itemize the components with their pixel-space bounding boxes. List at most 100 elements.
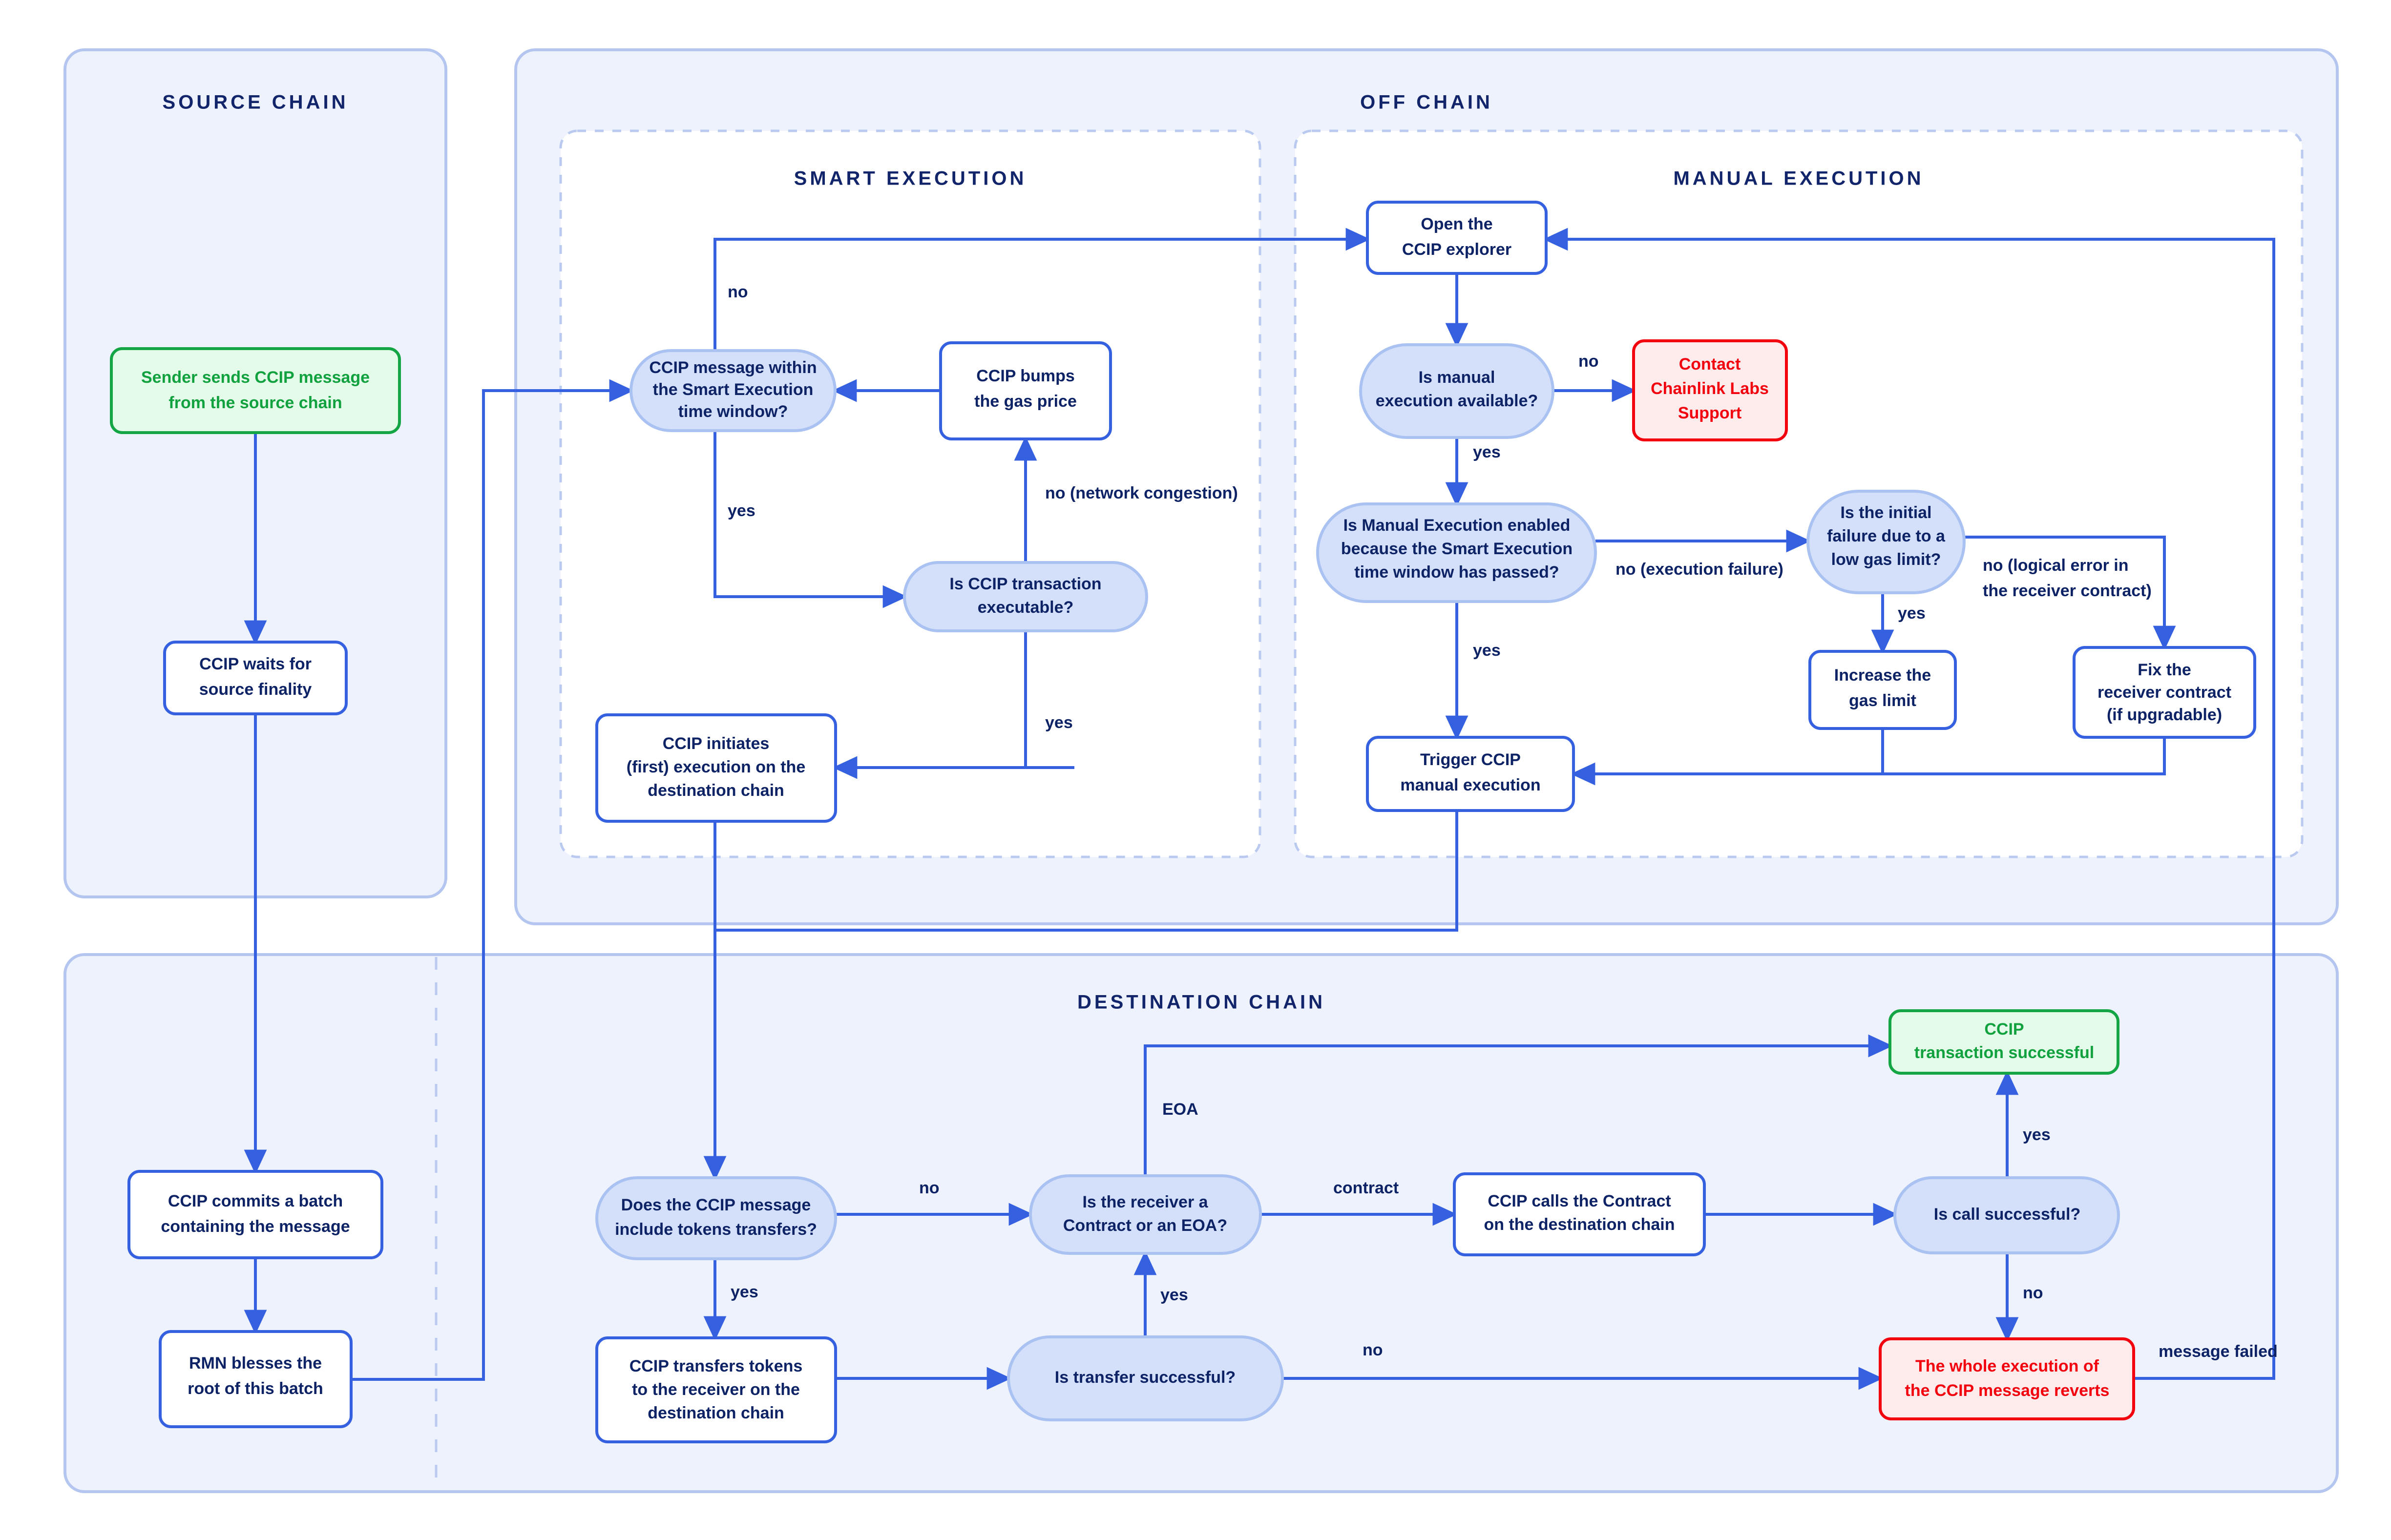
node-open-explorer[interactable]: Open the CCIP explorer [1366,201,1548,275]
node-contact-support[interactable]: Contact Chainlink Labs Support [1632,339,1788,441]
node-initiates-line1: CCIP initiates [663,734,770,753]
node-waits-finality-line1: CCIP waits for [199,655,312,673]
node-sender-sends-line2: from the source chain [168,394,342,412]
node-manual-enabled-line1: Is Manual Execution enabled [1343,516,1571,535]
node-call-successful-line1: Is call successful? [1934,1205,2081,1224]
edge-label-yes-low-gas: yes [1898,604,1926,623]
edge-initial-failure-no-to-fix-receiver [1964,536,2176,650]
edge-label-yes-window: yes [728,501,755,520]
node-receiver-type-line1: Is the receiver a [1082,1193,1208,1211]
edge-label-eoa: EOA [1162,1100,1198,1119]
node-msg-within-window[interactable]: CCIP message within the Smart Execution … [629,349,837,432]
panel-title-source-chain: SOURCE CHAIN [163,92,349,113]
node-manual-enabled-line3: time window has passed? [1354,563,1559,582]
edge-label-no-logical-error-1: no (logical error in [1983,556,2128,575]
node-msg-within-window-line2: the Smart Execution [653,380,814,399]
node-tx-executable-line1: Is CCIP transaction [949,575,1101,593]
node-initial-failure-line1: Is the initial [1840,503,1931,522]
panel-title-off-chain: OFF CHAIN [1360,92,1493,113]
node-msg-within-window-line3: time window? [678,402,788,421]
node-bumps-gas-line2: the gas price [974,392,1077,411]
node-open-explorer-line2: CCIP explorer [1402,240,1511,259]
node-includes-tokens-line1: Does the CCIP message [621,1196,811,1214]
node-execution-reverts-line2: the CCIP message reverts [1905,1381,2110,1400]
node-commits-batch-line1: CCIP commits a batch [168,1192,343,1210]
node-transaction-successful[interactable]: CCIP transaction successful [1888,1009,2119,1075]
node-waits-finality[interactable]: CCIP waits for source finality [163,641,348,715]
panel-title-manual-execution: MANUAL EXECUTION [1673,168,1924,189]
node-tx-executable-line2: executable? [978,598,1074,617]
edge-label-message-failed: message failed [2159,1342,2278,1361]
node-fix-receiver-line1: Fix the [2138,661,2191,679]
node-sender-sends-line1: Sender sends CCIP message [141,368,370,387]
node-calls-contract[interactable]: CCIP calls the Contract on the destinati… [1453,1172,1706,1256]
node-receiver-type-line2: Contract or an EOA? [1063,1216,1227,1235]
node-execution-reverts[interactable]: The whole execution of the CCIP message … [1879,1337,2135,1420]
node-msg-within-window-line1: CCIP message within [649,358,817,377]
node-receiver-type[interactable]: Is the receiver a Contract or an EOA? [1029,1174,1262,1255]
node-contact-support-line2: Chainlink Labs [1651,379,1769,398]
node-fix-receiver-line3: (if upgradable) [2107,706,2222,724]
panel-title-destination-chain: DESTINATION CHAIN [1077,992,1325,1013]
node-initial-failure-line2: failure due to a [1827,527,1946,545]
node-transfers-tokens-line2: to the receiver on the [632,1380,800,1399]
node-increase-gas-line2: gas limit [1849,691,1916,710]
node-calls-contract-line2: on the destination chain [1484,1215,1675,1234]
panel-title-smart-execution: SMART EXECUTION [794,168,1027,189]
node-initiates-line2: (first) execution on the [627,758,805,776]
edge-receiver-eoa-to-success [1144,1034,1893,1176]
node-manual-enabled[interactable]: Is Manual Execution enabled because the … [1316,502,1597,603]
node-bumps-gas[interactable]: CCIP bumps the gas price [939,341,1112,440]
edge-label-no-congestion: no (network congestion) [1045,484,1238,502]
node-bumps-gas-line1: CCIP bumps [976,367,1075,385]
node-transaction-successful-line1: CCIP [1984,1020,2024,1039]
node-transfers-tokens[interactable]: CCIP transfers tokens to the receiver on… [595,1336,837,1443]
panel-manual-execution [1294,129,2304,858]
edge-window-no-to-explorer [713,228,1370,351]
node-sender-sends[interactable]: Sender sends CCIP message from the sourc… [110,347,401,434]
edge-label-yes-executable: yes [1045,713,1073,732]
node-contact-support-line1: Contact [1679,355,1741,374]
node-transfers-tokens-line3: destination chain [648,1404,784,1422]
node-manual-available[interactable]: Is manual execution available? [1359,343,1554,439]
node-increase-gas[interactable]: Increase the gas limit [1808,650,1957,730]
node-transfer-successful[interactable]: Is transfer successful? [1007,1335,1284,1421]
edge-label-no-transfer: no [1363,1341,1383,1359]
node-trigger-manual[interactable]: Trigger CCIP manual execution [1366,736,1575,812]
node-trigger-manual-line1: Trigger CCIP [1420,750,1521,769]
node-manual-available-line2: execution available? [1376,392,1538,410]
node-manual-enabled-line2: because the Smart Execution [1341,540,1573,558]
node-includes-tokens[interactable]: Does the CCIP message include tokens tra… [595,1176,837,1260]
node-includes-tokens-line2: include tokens transfers? [615,1220,817,1239]
node-commits-batch[interactable]: CCIP commits a batch containing the mess… [127,1170,383,1259]
node-open-explorer-line1: Open the [1421,215,1492,233]
edge-label-no-tokens: no [919,1179,940,1197]
node-rmn-blesses[interactable]: RMN blesses the root of this batch [159,1330,353,1428]
node-contact-support-line3: Support [1678,404,1741,422]
panel-smart-execution [559,129,1261,858]
node-commits-batch-line2: containing the message [161,1217,350,1236]
edge-reverts-to-explorer [1543,228,2275,1380]
node-initial-failure[interactable]: Is the initial failure due to a low gas … [1806,490,1966,594]
edge-label-no-window: no [728,283,748,301]
edge-label-yes-call: yes [2023,1125,2051,1144]
edge-label-yes-transfer: yes [1160,1286,1188,1304]
node-transaction-successful-line2: transaction successful [1914,1043,2094,1062]
edge-label-yes-manual: yes [1473,443,1501,461]
node-initiates-execution[interactable]: CCIP initiates (first) execution on the … [595,713,837,823]
edge-rmn-to-window [351,379,634,1381]
node-rmn-blesses-line2: root of this batch [188,1379,323,1398]
edge-label-contract: contract [1333,1179,1399,1197]
edge-label-no-logical-error-2: the receiver contract) [1983,582,2152,600]
node-call-successful[interactable]: Is call successful? [1893,1176,2120,1254]
node-manual-available-line1: Is manual [1419,368,1495,387]
node-calls-contract-line1: CCIP calls the Contract [1488,1192,1671,1210]
node-initial-failure-line3: low gas limit? [1831,550,1941,569]
edge-label-no-call: no [2023,1284,2043,1302]
node-fix-receiver-line2: receiver contract [2097,683,2231,702]
edge-fix-receiver-to-trigger [1883,737,2166,775]
node-fix-receiver[interactable]: Fix the receiver contract (if upgradable… [2073,646,2256,739]
edge-label-yes-tokens: yes [731,1283,758,1301]
node-tx-executable[interactable]: Is CCIP transaction executable? [903,561,1148,632]
